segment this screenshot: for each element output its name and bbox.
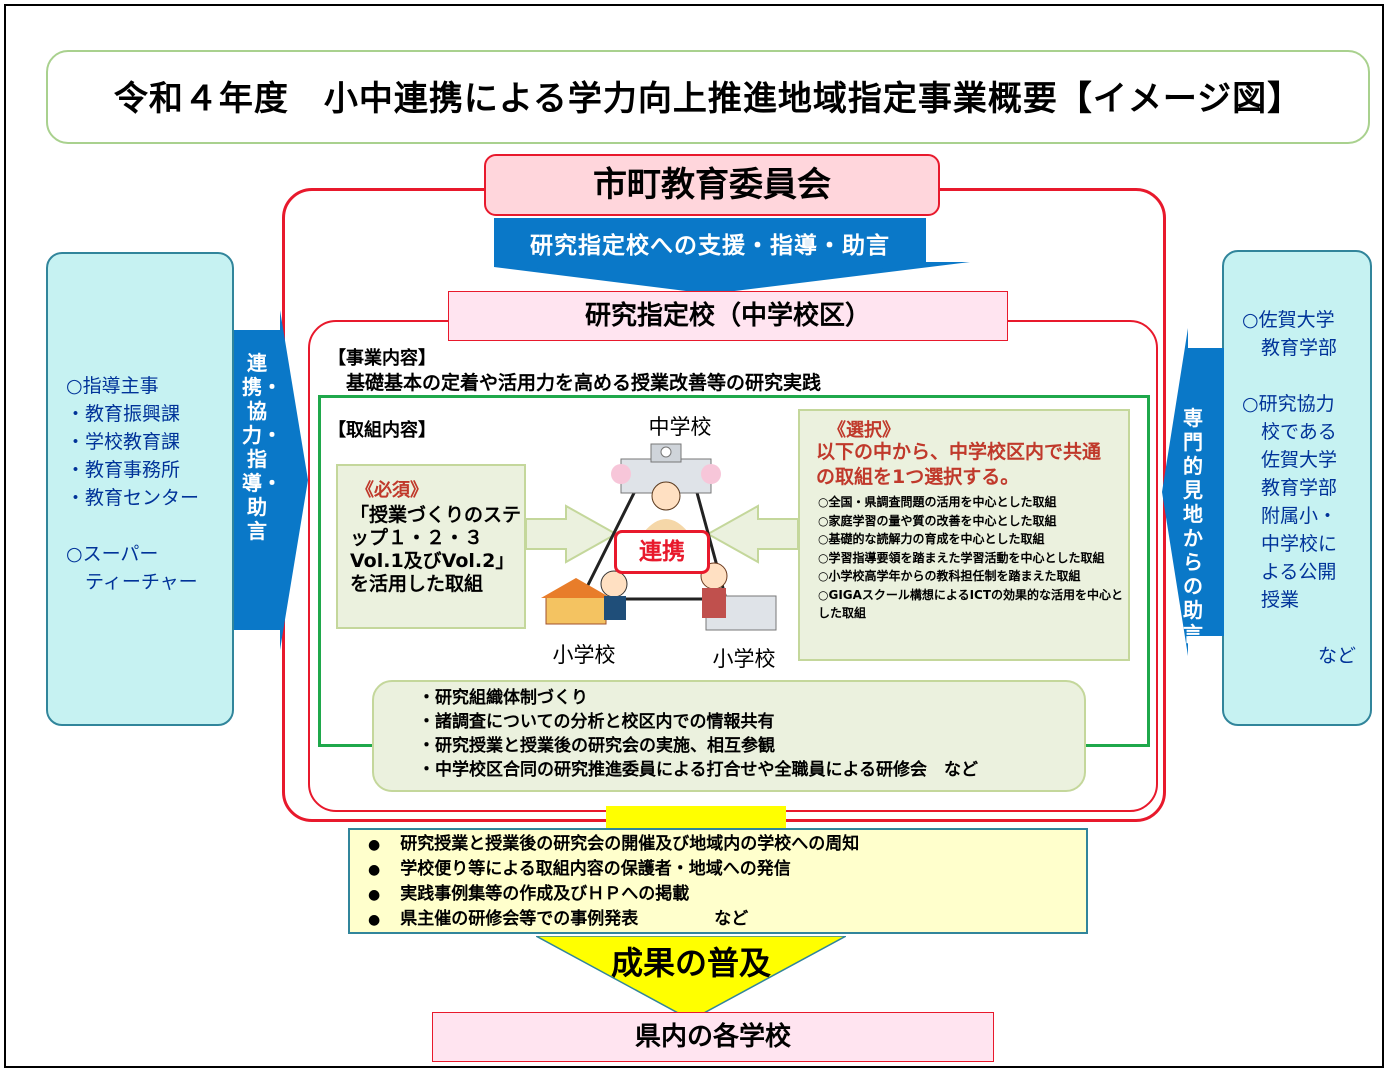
elementary-school-right-icon xyxy=(700,562,777,631)
result-item: 学校便り等による取組内容の保護者・地域への発信 xyxy=(368,857,859,882)
sentaku-item: ○学習指導要領を踏まえた学習活動を中心とした取組 xyxy=(818,550,1105,565)
link-badge: 連携 xyxy=(614,530,710,574)
support-label: 研究指定校への支援・指導・助言 xyxy=(530,233,890,259)
result-list: 研究授業と授業後の研究会の開催及び地域内の学校への周知 学校便り等による取組内容… xyxy=(368,832,859,932)
elementary-right-label: 小学校 xyxy=(713,647,776,671)
cooperation-arrow-label: 連携・協力・指導・助言 xyxy=(242,351,282,543)
jigyo-text: 基礎基本の定着や活用力を高める授業改善等の研究実践 xyxy=(346,372,822,394)
activity-box xyxy=(372,680,1086,792)
support-arrow xyxy=(494,218,970,294)
title-box: 令和４年度 小中連携による学力向上推進地域指定事業概要【イメージ図】 xyxy=(46,50,1370,144)
sentaku-item: ○家庭学習の量や質の改善を中心とした取組 xyxy=(818,513,1057,528)
sentaku-item: ○GIGAスクール構想によるICTの効果的な活用を中心とした取組 xyxy=(818,587,1124,621)
supporters-left-text: ○指導主事 ・教育振興課 ・学校教育課 ・教育事務所 ・教育センター ○スーパー… xyxy=(66,375,200,593)
elementary-school-left-icon xyxy=(541,570,628,625)
link-triangle xyxy=(578,488,728,601)
activity-item: ・中学校区合同の研究推進委員による打合せや全職員による研修会 など xyxy=(418,760,978,780)
page-title: 令和４年度 小中連携による学力向上推進地域指定事業概要【イメージ図】 xyxy=(113,79,1303,119)
hissu-arrow xyxy=(526,504,619,564)
supporters-right-box xyxy=(1222,250,1372,726)
elementary-left-label: 小学校 xyxy=(553,643,616,667)
junior-high-label: 中学校 xyxy=(649,415,712,439)
supporters-right-text: ○佐賀大学 教育学部 ○研究協力 校である 佐賀大学 教育学部 附属小・ 中学校… xyxy=(1242,309,1357,667)
sentaku-item: ○基礎的な読解力の育成を中心とした取組 xyxy=(818,532,1045,546)
activity-item: ・研究組織体制づくり xyxy=(418,688,588,708)
sentaku-item: ○小学校高学年からの教科担任制を踏まえた取組 xyxy=(818,569,1081,583)
activity-item: ・研究授業と授業後の研究会の実施、相互参観 xyxy=(418,736,775,756)
cooperation-arrow xyxy=(234,310,308,650)
teacher-icon xyxy=(644,481,688,532)
sentaku-list: ○全国・県調査問題の活用を中心とした取組 ○家庭学習の量や質の改善を中心とした取… xyxy=(818,493,1124,623)
result-item: 研究授業と授業後の研究会の開催及び地域内の学校への周知 xyxy=(368,832,859,857)
sentaku-lead: 以下の中から、中学校区内で共通の取組を1つ選択する。 xyxy=(816,441,1102,488)
diagram-frame: 令和４年度 小中連携による学力向上推進地域指定事業概要【イメージ図】 研究指定校… xyxy=(4,4,1384,1068)
result-tail: など xyxy=(714,909,749,929)
hissu-box xyxy=(336,464,526,629)
all-schools-box: 県内の各学校 xyxy=(432,1012,994,1062)
hissu-title: 《必須》 xyxy=(356,480,428,501)
result-item-last: 県主催の研修会等での事例発表 など xyxy=(368,907,859,932)
sentaku-arrow xyxy=(705,504,799,564)
expert-advice-arrow xyxy=(1162,328,1224,656)
sentaku-item: ○全国・県調査問題の活用を中心とした取組 xyxy=(818,495,1057,509)
result-item: 実践事例集等の作成及びＨＰへの掲載 xyxy=(368,882,859,907)
designated-school-box: 研究指定校（中学校区） xyxy=(448,291,1008,341)
expert-advice-arrow-label: 専門的見地からの助言 xyxy=(1183,406,1203,646)
sentaku-title: 《選択》 xyxy=(828,420,900,441)
dissemination-arrow xyxy=(536,936,846,1020)
activity-item: ・諸調査についての分析と校区内での情報共有 xyxy=(418,712,775,732)
hissu-text: 「授業づくりのステップ１・２・３ Vol.1及びVol.2」を活用した取組 xyxy=(350,504,522,595)
activity-list: ・研究組織体制づくり ・諸調査についての分析と校区内での情報共有 ・研究授業と授… xyxy=(418,686,978,782)
torikumi-heading: 【取組内容】 xyxy=(328,420,436,441)
jigyo-heading: 【事業内容】 xyxy=(328,348,436,369)
result-item-text: 県主催の研修会等での事例発表 xyxy=(400,909,639,929)
dissemination-label: 成果の普及 xyxy=(610,944,771,982)
supporters-left-box xyxy=(46,252,234,726)
board-box: 市町教育委員会 xyxy=(484,154,940,216)
